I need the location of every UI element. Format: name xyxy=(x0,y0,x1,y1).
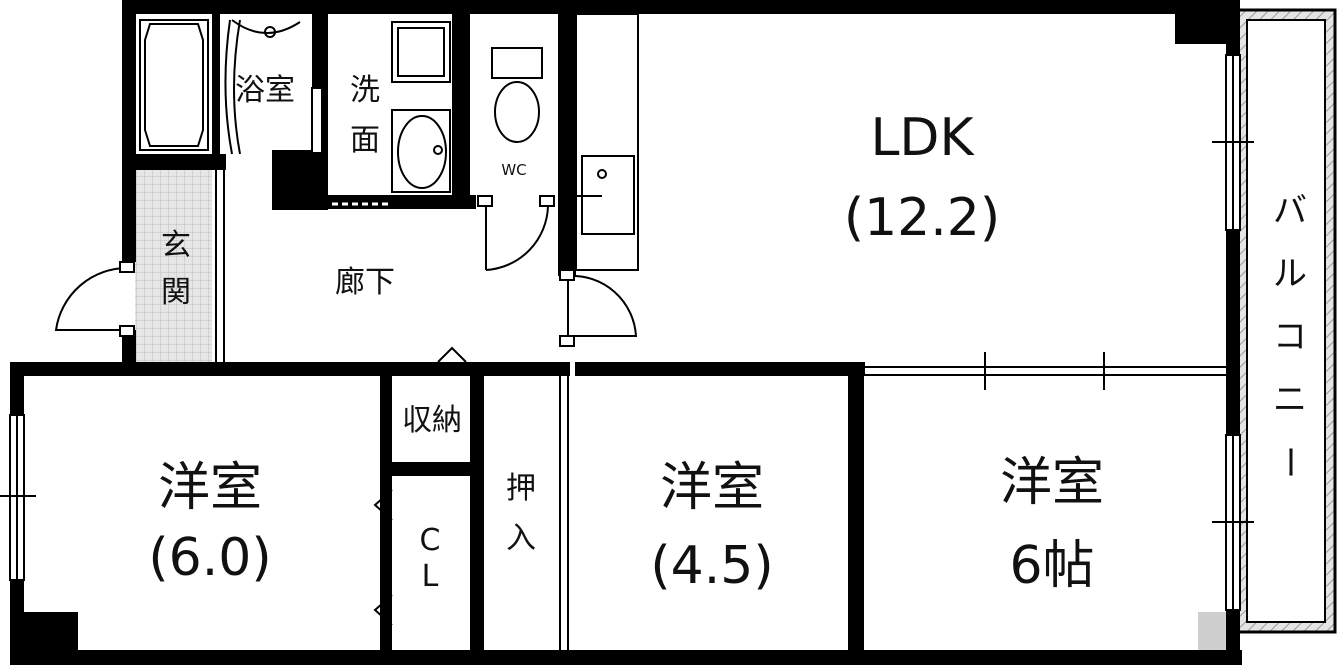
oshiire-label-1: 押 xyxy=(506,471,536,506)
balcony xyxy=(1235,8,1337,634)
western-room-b-size: (4.5) xyxy=(650,536,773,596)
kitchen-counter xyxy=(575,13,639,271)
closet-label-2: L xyxy=(422,559,439,594)
bath-label: 浴室 xyxy=(235,73,295,108)
wc-label: WC xyxy=(501,161,526,179)
western-room-a-label: 洋室 xyxy=(158,458,262,518)
balcony-label-1: バ xyxy=(1273,191,1307,231)
wc-door[interactable] xyxy=(477,195,555,271)
bathtub xyxy=(139,19,209,151)
entrance-door[interactable] xyxy=(54,261,135,337)
washing-machine-icon xyxy=(391,21,451,83)
oshiire-label-2: 入 xyxy=(506,521,536,556)
entrance-floor xyxy=(135,170,212,362)
entrance-label-2: 関 xyxy=(161,275,191,310)
western-room-c-size: 6帖 xyxy=(1009,536,1094,596)
pillar xyxy=(1198,612,1226,650)
balcony-label-3: コ xyxy=(1273,317,1307,357)
western-room-a-size: (6.0) xyxy=(148,528,271,588)
ldk-label: LDK xyxy=(870,108,975,168)
western-room-b-label: 洋室 xyxy=(660,458,764,518)
balcony-label-5: ー xyxy=(1269,445,1309,479)
wash-basin-icon xyxy=(391,109,451,193)
ldk-size: (12.2) xyxy=(844,188,1000,248)
balcony-label-2: ル xyxy=(1273,254,1307,294)
windows xyxy=(0,54,1254,611)
ldk-door[interactable] xyxy=(559,269,638,347)
storage-label: 収納 xyxy=(402,403,462,438)
balcony-label-4: ニ xyxy=(1273,380,1307,420)
washroom-label-2: 面 xyxy=(350,123,380,158)
hallway-label: 廊下 xyxy=(335,265,395,300)
closet-label-1: C xyxy=(420,523,441,558)
western-room-c-label: 洋室 xyxy=(1000,453,1104,513)
washroom-label-1: 洗 xyxy=(350,73,380,108)
toilet-icon xyxy=(491,47,543,143)
entrance-label-1: 玄 xyxy=(161,228,191,263)
